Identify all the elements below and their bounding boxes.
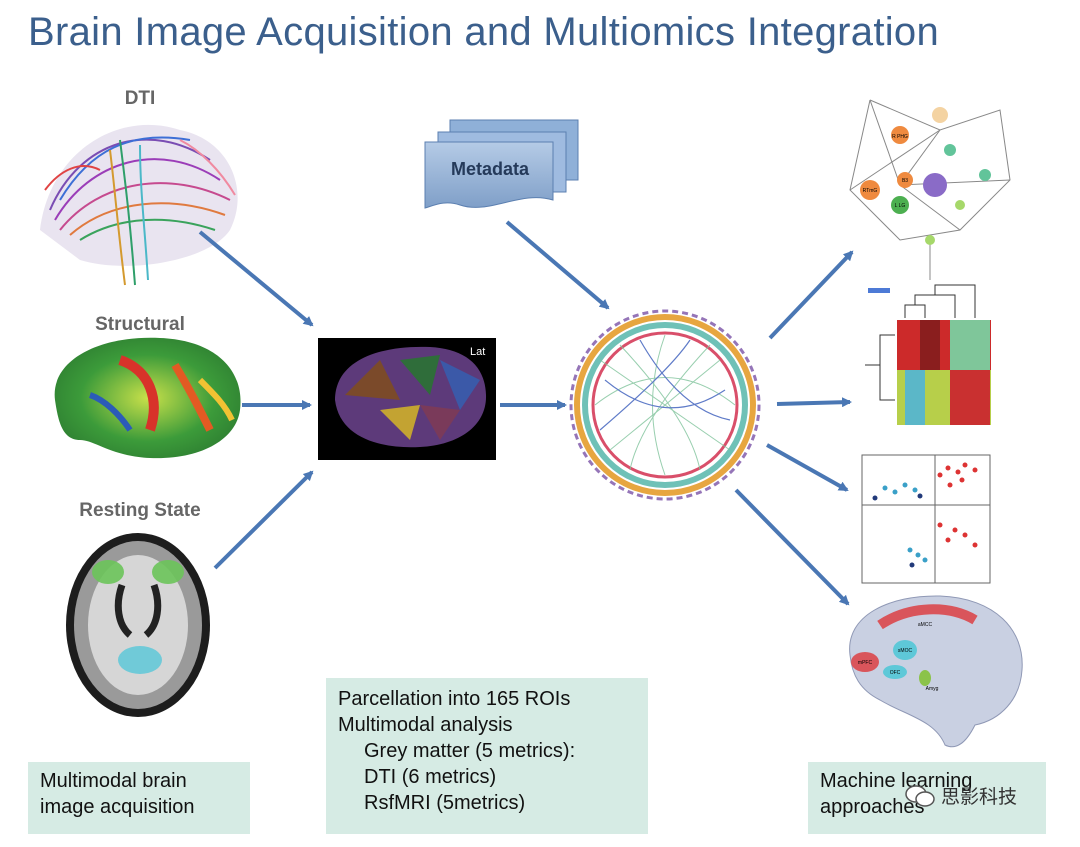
network-node-label: B3 (902, 178, 908, 184)
network-node (979, 169, 991, 181)
acquisition-line: Multimodal brain (40, 770, 187, 792)
arrow-dti-to-parcellation (198, 230, 314, 327)
network-node-label: RTmG (863, 188, 878, 194)
heatmap-image (865, 284, 991, 425)
network-graph-image: R PHG RTmG B3 L LG (849, 99, 1011, 280)
arrow-to-heatmap (776, 397, 852, 408)
metadata-document-stack: Metadata (424, 119, 579, 209)
sagittal-brain-image: aMCC sMOC mPFC OFC Amyg (849, 595, 1023, 748)
network-node (891, 196, 909, 214)
grey-matter-metrics-line: Grey matter (5 metrics): (364, 740, 576, 762)
ml-line: approaches (820, 796, 925, 818)
watermark: 思影科技 (905, 782, 1017, 809)
network-node (932, 107, 948, 123)
parcellation-line: Parcellation into 165 ROIs (338, 688, 571, 710)
brain-region-label: Amyg (926, 686, 939, 692)
parcellation-box: Parcellation into 165 ROIs Multimodal an… (326, 678, 648, 834)
arrow-to-network (768, 250, 854, 340)
scatter-plot-image (861, 454, 991, 584)
analysis-line: Multimodal analysis (338, 714, 513, 736)
modality-label-resting-state: Resting State (79, 500, 201, 521)
network-node (897, 172, 913, 188)
brain-region-label: sMOC (898, 648, 913, 654)
parcellation-lat-label: Lat (470, 346, 485, 358)
structural-brain-image (54, 337, 241, 459)
arrow-to-scatter (766, 443, 849, 492)
arrow-to-sagittal (734, 488, 850, 606)
network-node (955, 200, 965, 210)
brain-region-label: OFC (890, 670, 901, 676)
parcellation-map-image: Lat (318, 338, 496, 460)
ml-line: Machine learning (820, 770, 973, 792)
connectogram-image (569, 309, 761, 501)
brain-region-label: aMCC (918, 622, 933, 628)
network-node (860, 180, 880, 200)
resting-state-image (66, 533, 210, 717)
acquisition-box: Multimodal brain image acquisition (28, 762, 250, 834)
network-node-label: L LG (895, 203, 906, 209)
brain-region-label: mPFC (858, 660, 873, 666)
modality-label-structural: Structural (95, 314, 185, 335)
network-node (944, 144, 956, 156)
arrow-metadata-to-connectogram (505, 220, 610, 310)
dti-tractography-image (40, 124, 238, 286)
network-node-label: R PHG (892, 134, 908, 140)
arrow-resting-to-parcellation (213, 470, 314, 570)
acquisition-line: image acquisition (40, 796, 195, 818)
network-node (923, 173, 947, 197)
rsfmri-metrics-line: RsfMRI (5metrics) (364, 792, 526, 814)
network-node (925, 235, 935, 245)
page-title: Brain Image Acquisition and Multiomics I… (28, 10, 940, 54)
metadata-label: Metadata (451, 159, 530, 179)
wechat-icon (905, 784, 935, 807)
watermark-text: 思影科技 (941, 787, 1018, 808)
flow-arrows (198, 220, 854, 606)
modality-label-dti: DTI (124, 88, 156, 109)
network-node (891, 126, 909, 144)
dti-metrics-line: DTI (6 metrics) (364, 766, 497, 788)
